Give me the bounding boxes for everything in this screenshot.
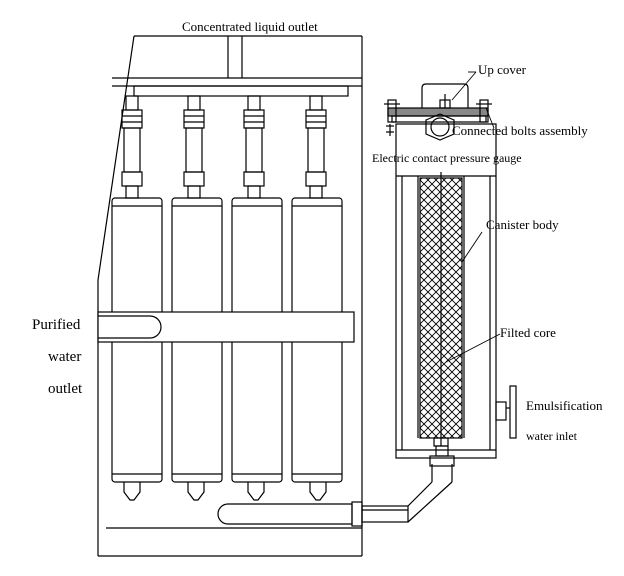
label-concentrated-outlet: Concentrated liquid outlet [182,19,318,34]
main-frame [97,35,363,557]
side-bolt [386,124,394,136]
label-filted-core: Filted core [500,325,556,340]
label-water-inlet: water inlet [526,429,577,443]
label-bolts: Connected bolts assembly [452,123,588,138]
label-gauge: Electric contact pressure gauge [372,151,522,165]
filter-column-4 [291,95,343,501]
label-emulsification: Emulsification [526,398,603,413]
pressure-gauge [425,113,455,141]
purified-water-header [97,311,355,343]
inlet-nozzle [495,385,517,439]
label-purified: Purified [32,317,81,333]
label-outlet: outlet [48,381,83,397]
header-pipe [133,36,349,97]
bottom-pipe [217,503,353,525]
filter-column-2 [171,95,223,501]
up-cover [384,83,492,123]
label-up-cover: Up cover [478,62,527,77]
label-canister-body: Canister body [486,217,559,232]
connecting-pipe [351,445,455,527]
filter-column-1 [111,95,163,501]
leader-lines [445,71,501,363]
label-water: water [48,349,82,365]
filter-column-3 [231,95,283,501]
canister [395,123,497,459]
